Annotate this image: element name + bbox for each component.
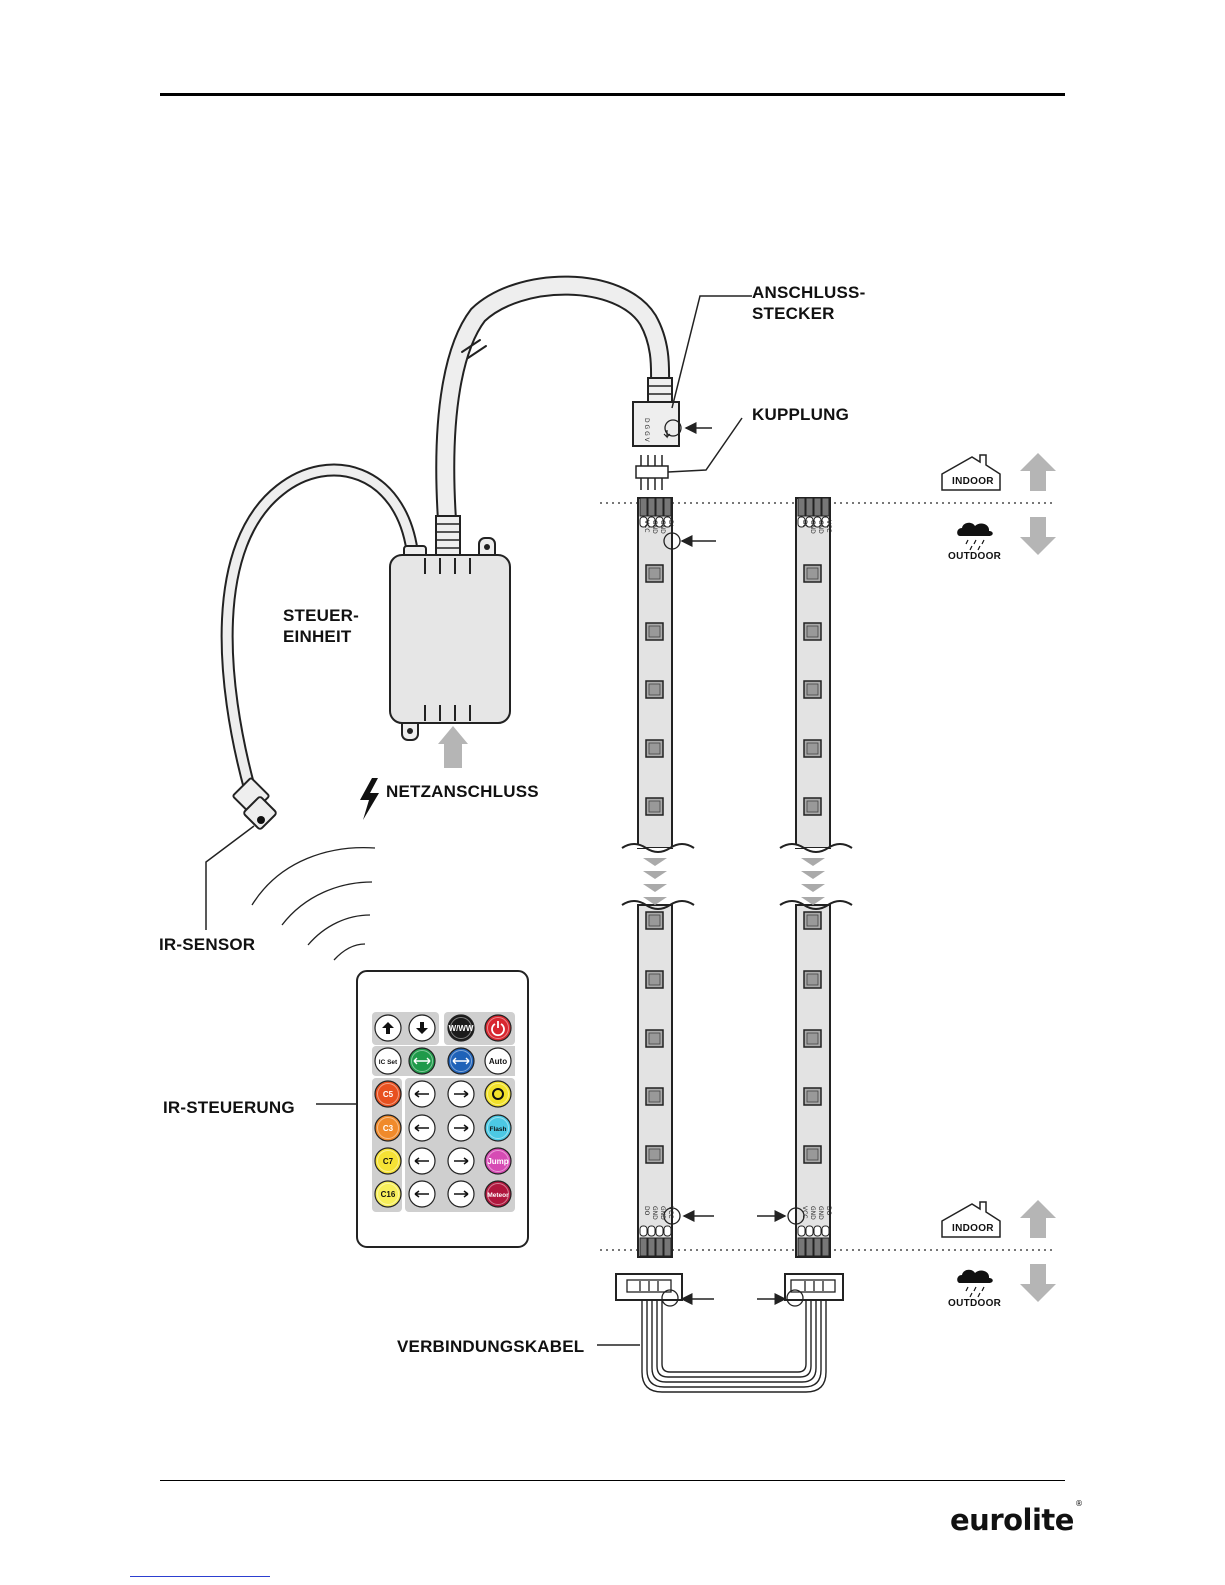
remote-button-w-ww[interactable]: W/WW — [448, 1015, 474, 1041]
remote-speed-up-button[interactable] — [448, 1081, 474, 1107]
ir-sensor-leader — [206, 826, 254, 930]
remote-button-label: IC Set — [379, 1059, 398, 1066]
remote-left-button[interactable] — [409, 1148, 435, 1174]
eurolite-logo: eurolite® — [950, 1503, 1081, 1537]
continue-chevron-icon — [801, 884, 825, 892]
pin-label: GND — [809, 520, 816, 534]
remote-button-label: W/WW — [449, 1024, 474, 1033]
outdoor-label-bottom: OUTDOOR — [948, 1298, 1001, 1309]
remote-button-auto[interactable]: Auto — [485, 1048, 511, 1074]
label-anschluss-line-2: STECKER — [752, 303, 865, 324]
remote-fade-right-button[interactable] — [448, 1181, 474, 1207]
label-steuer-line-1: STEUER- — [283, 605, 359, 626]
coupling-pins — [636, 455, 668, 490]
outdoor-label-top: OUTDOOR — [948, 551, 1001, 562]
continue-chevron-icon — [801, 858, 825, 866]
cloud-rain-icon-bottom — [957, 1270, 993, 1297]
ir-waves — [252, 848, 375, 960]
indoor-label-bottom: INDOOR — [952, 1223, 994, 1234]
pin-label: DI — [801, 520, 808, 527]
logo-registered-mark: ® — [1075, 1499, 1083, 1508]
pin-label: VCC — [643, 520, 650, 532]
pin-label: DI — [667, 520, 674, 527]
label-anschluss-line-1: ANSCHLUSS- — [752, 282, 865, 303]
remote-button-label: C16 — [381, 1190, 396, 1199]
continue-chevron-icon — [801, 871, 825, 879]
indoor-label-top: INDOOR — [952, 476, 994, 487]
remote-button-label: Auto — [489, 1057, 507, 1066]
remote-button-label: C7 — [383, 1157, 394, 1166]
remote-button-label: C3 — [383, 1124, 394, 1133]
remote-loop-button[interactable] — [485, 1081, 511, 1107]
lightning-icon — [360, 778, 379, 820]
pin-label: GND — [651, 520, 658, 534]
remote-prev-button[interactable] — [409, 1115, 435, 1141]
up-arrow-icon-bottom — [1020, 1200, 1056, 1238]
svg-text:D G G V: D G G V — [643, 418, 650, 443]
label-steuer-einheit: STEUER- EINHEIT — [283, 605, 359, 647]
remote-speed-down-button[interactable] — [409, 1081, 435, 1107]
pin-label: DO — [643, 1206, 650, 1216]
label-verbindungskabel: VERBINDUNGSKABEL — [397, 1336, 584, 1357]
down-arrow-icon-top — [1020, 517, 1056, 555]
remote-dim-up-button[interactable] — [409, 1048, 435, 1074]
connector-plug: D G G V — [633, 378, 681, 446]
label-ir-sensor: IR-SENSOR — [159, 934, 255, 955]
pin-label: GND — [651, 1206, 658, 1220]
label-kupplung: KUPPLUNG — [752, 404, 849, 425]
remote-button-c7[interactable]: C7 — [375, 1148, 401, 1174]
remote-arrow-up-button[interactable] — [375, 1015, 401, 1041]
pin-arrows — [682, 541, 785, 1299]
continue-chevron-icon — [643, 871, 667, 879]
cloud-rain-icon-top — [957, 523, 993, 550]
remote-power-button[interactable] — [485, 1015, 511, 1041]
power-arrow-icon — [438, 726, 468, 768]
remote-button-label: Meteor — [487, 1192, 509, 1199]
pin-label: GND — [809, 1206, 816, 1220]
logo-text: eurolite — [950, 1503, 1074, 1537]
down-arrow-icon-bottom — [1020, 1264, 1056, 1302]
remote-button-label: Jump — [487, 1157, 508, 1166]
pin-label: GND — [659, 520, 666, 534]
label-steuer-line-2: EINHEIT — [283, 626, 359, 647]
controller-unit — [390, 516, 510, 740]
pin-label: VCC — [825, 520, 832, 532]
remote-right-button[interactable] — [448, 1148, 474, 1174]
footer-link-line — [130, 1575, 270, 1577]
remote-button-c3[interactable]: C3 — [375, 1115, 401, 1141]
remote-button-label: C5 — [383, 1090, 394, 1099]
remote-button-jump[interactable]: Jump — [485, 1148, 511, 1174]
pin-label: GND — [817, 520, 824, 534]
remote-arrow-down-button[interactable] — [409, 1015, 435, 1041]
continue-chevron-icon — [801, 897, 825, 905]
main-cable — [445, 286, 660, 520]
pin-label: GND — [817, 1206, 824, 1220]
pin-label: DO — [825, 1206, 832, 1216]
remote-next-button[interactable] — [448, 1115, 474, 1141]
ir-sensor-head — [233, 778, 277, 830]
up-arrow-icon-top — [1020, 453, 1056, 491]
remote-button-c16[interactable]: C16 — [375, 1181, 401, 1207]
label-ir-steuerung: IR-STEUERUNG — [163, 1097, 295, 1118]
remote-button-ic-set[interactable]: IC Set — [375, 1048, 401, 1074]
remote-button-c5[interactable]: C5 — [375, 1081, 401, 1107]
continue-chevron-icon — [643, 897, 667, 905]
label-netzanschluss: NETZANSCHLUSS — [386, 781, 539, 802]
label-anschluss-stecker: ANSCHLUSS- STECKER — [752, 282, 865, 324]
remote-button-flash[interactable]: Flash — [485, 1115, 511, 1141]
remote-button-label: Flash — [490, 1126, 507, 1133]
remote-dim-down-button[interactable] — [448, 1048, 474, 1074]
continue-chevron-icon — [643, 858, 667, 866]
anschluss-leader — [672, 296, 752, 408]
remote-button-meteor[interactable]: Meteor — [485, 1181, 511, 1207]
continue-chevron-icon — [643, 884, 667, 892]
connection-cable — [616, 1274, 843, 1392]
remote-fade-left-button[interactable] — [409, 1181, 435, 1207]
